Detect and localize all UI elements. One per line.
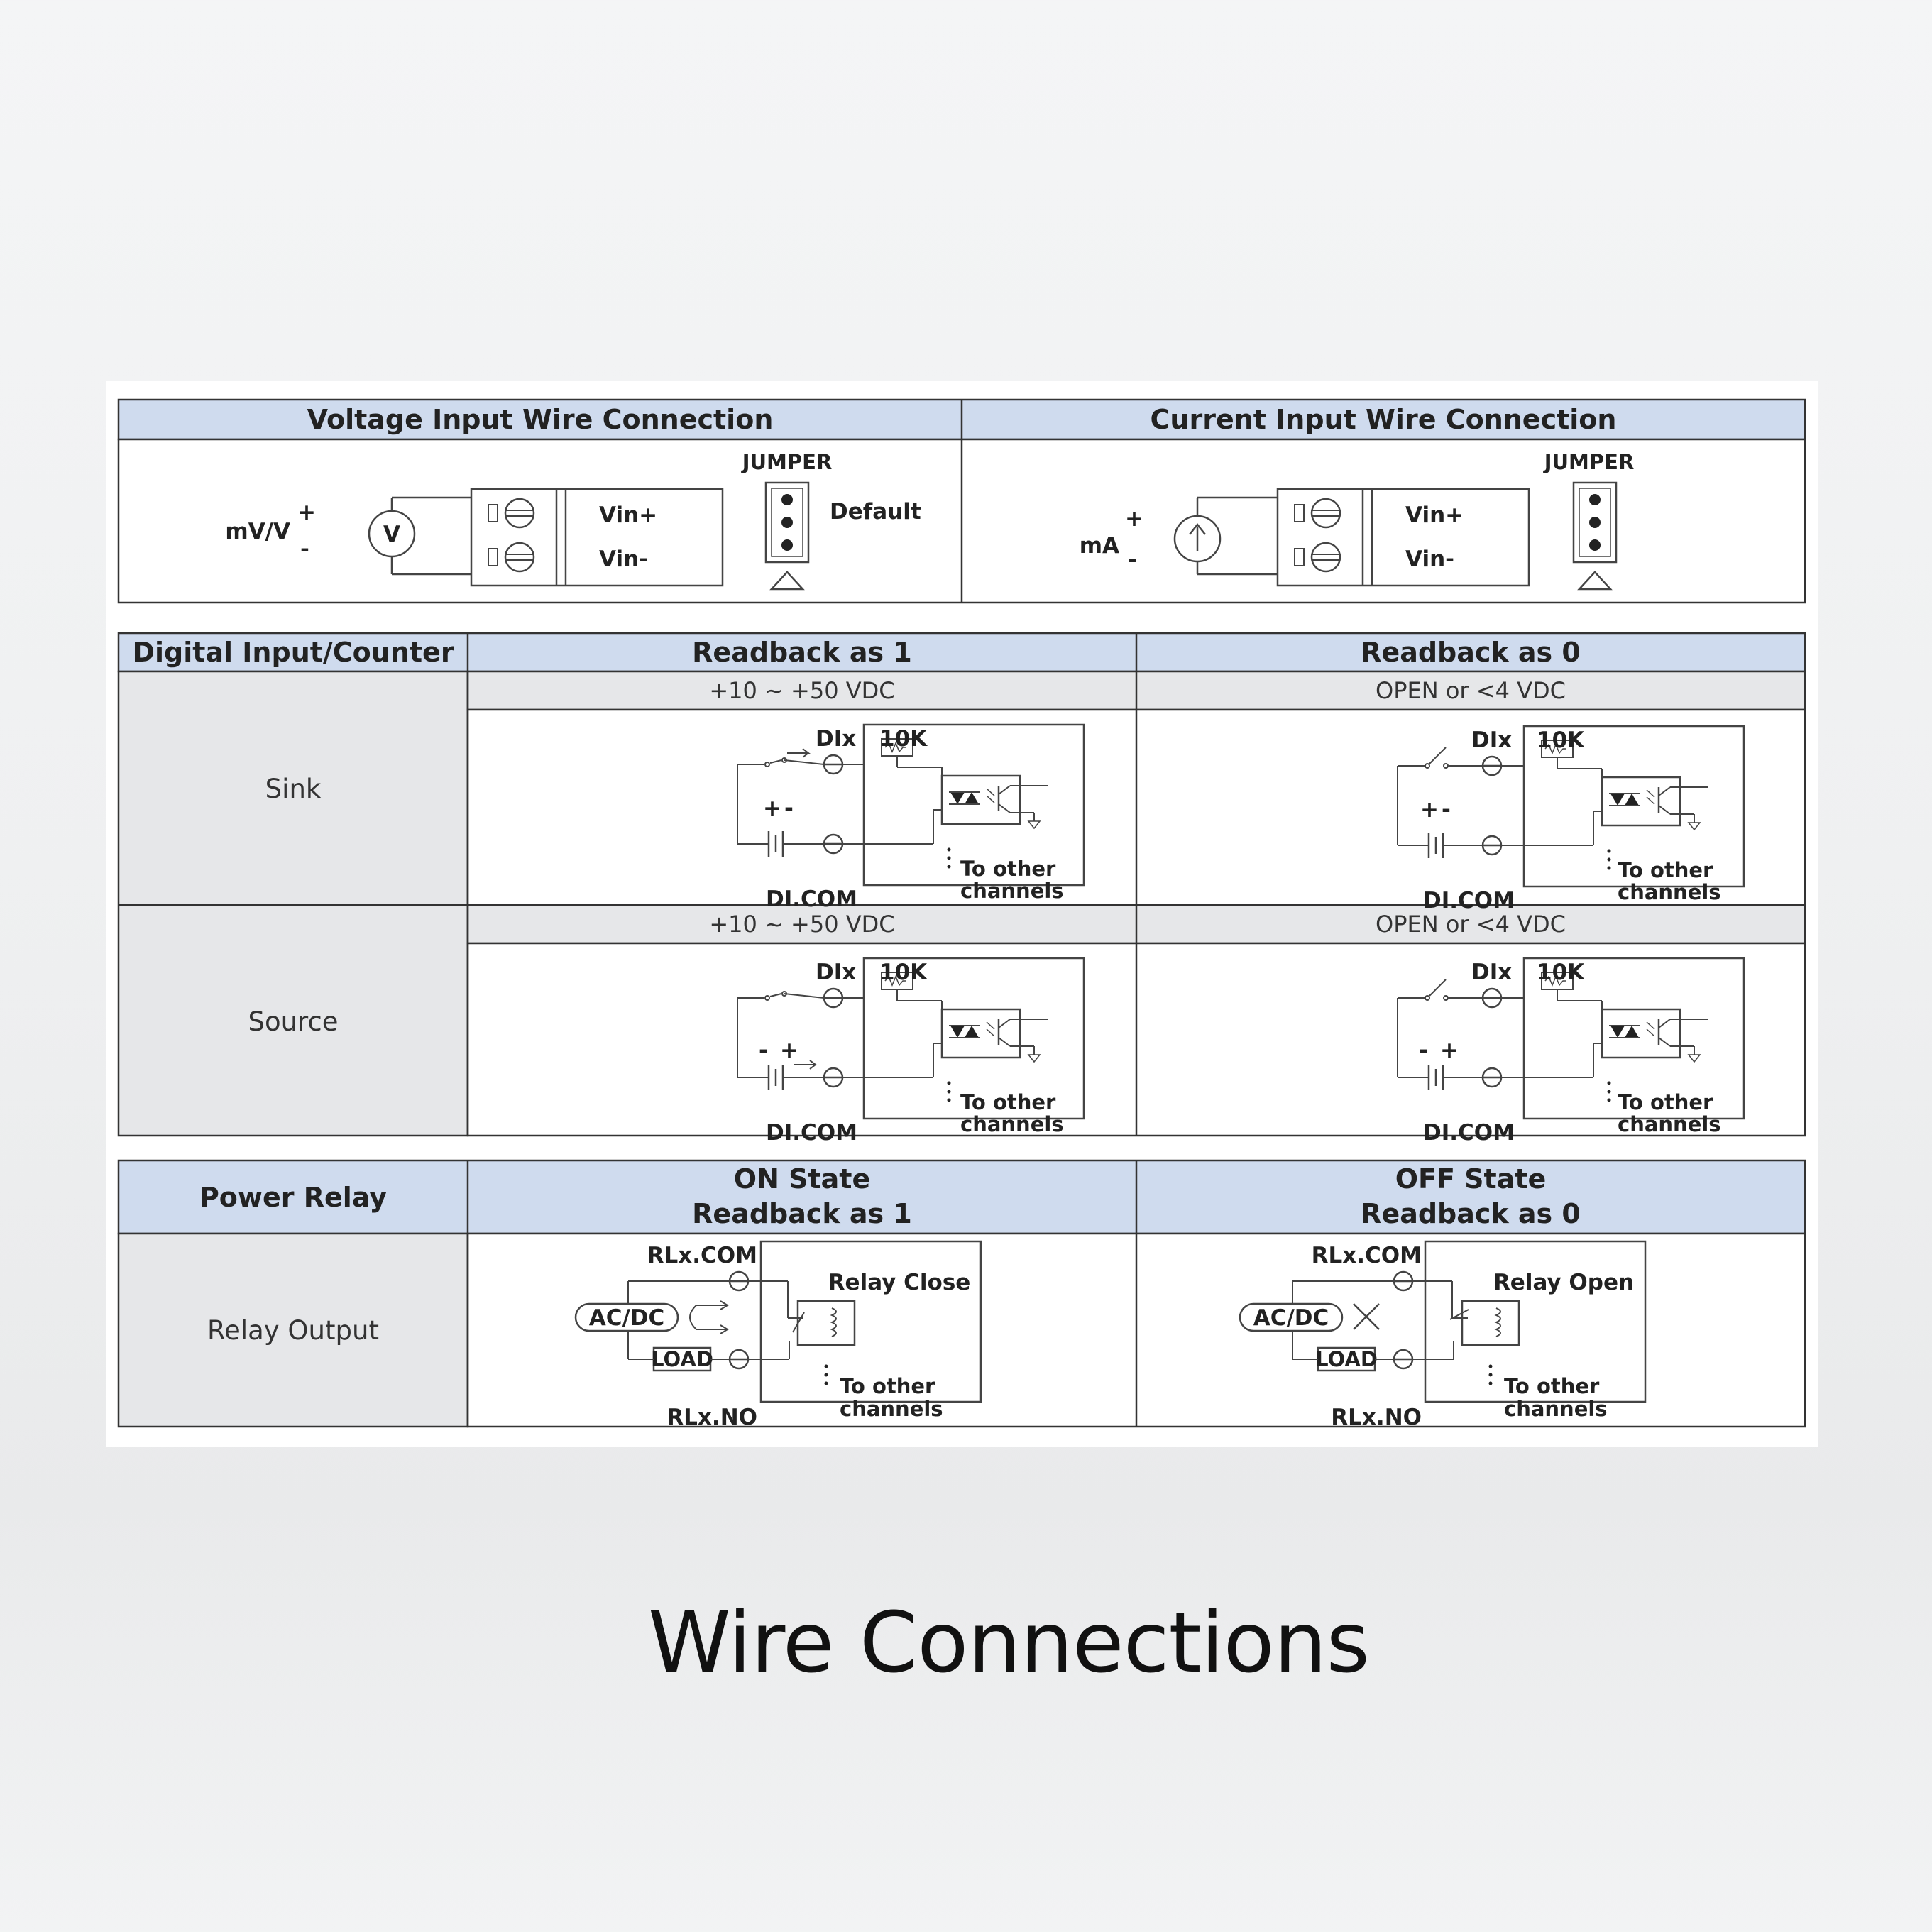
row-source-label: Source — [248, 1006, 338, 1037]
to-other-2: channels — [840, 1397, 943, 1421]
to-other-2: channels — [1504, 1397, 1608, 1421]
dicom-label: DI.COM — [766, 887, 857, 912]
power-relay-table: Power Relay ON State Readback as 1 OFF S… — [117, 1159, 1806, 1430]
wiring-diagram: Voltage Input Wire Connection Current In… — [117, 398, 1806, 1430]
digital-col-readback-0: Readback as 0 — [1361, 637, 1581, 668]
wiring-sheet: Voltage Input Wire Connection Current In… — [106, 381, 1818, 1447]
load-label: LOAD — [651, 1347, 713, 1371]
on-state-label: ON State — [734, 1163, 870, 1195]
voltage-terminal-block-icon — [470, 488, 724, 587]
voltage-plus: + — [297, 500, 316, 525]
sink-pol-left: + — [763, 796, 781, 821]
analog-input-table: Voltage Input Wire Connection Current In… — [117, 398, 1806, 604]
current-input-diagram: mA + - Vin+ Vin- JUMPER — [1080, 450, 1635, 591]
acdc-label: AC/DC — [1253, 1305, 1329, 1331]
relay-open-label: Relay Open — [1493, 1270, 1634, 1295]
source-pol-right: + — [1440, 1038, 1459, 1063]
current-terminal-block-icon — [1276, 488, 1530, 587]
sink-pol-right: - — [1442, 797, 1451, 823]
to-other-2: channels — [1618, 1112, 1721, 1136]
digital-col-readback-1: Readback as 1 — [692, 637, 912, 668]
voltage-minus: - — [300, 537, 309, 562]
to-other-1: To other — [1618, 1090, 1713, 1114]
sink-pol-left: + — [1420, 797, 1439, 823]
to-other-1: To other — [1504, 1374, 1600, 1398]
relay-close-label: Relay Close — [828, 1270, 971, 1295]
current-plus: + — [1125, 506, 1143, 532]
off-state-label: OFF State — [1395, 1163, 1547, 1195]
resistor-label: 10K — [879, 726, 928, 752]
digital-input-table: Digital Input/Counter Readback as 1 Read… — [117, 632, 1806, 1146]
voltage-input-title: Voltage Input Wire Connection — [307, 404, 774, 435]
to-other-1: To other — [840, 1374, 935, 1398]
sink-pol-right: - — [784, 796, 794, 821]
voltage-jumper-default: Default — [830, 499, 921, 525]
dix-label: DIx — [816, 960, 856, 985]
acdc-label: AC/DC — [589, 1305, 665, 1331]
dix-label: DIx — [816, 726, 856, 752]
relay-on-circuit: RLx.COM RLx.NO AC/DC LOAD Relay Clos — [574, 1240, 982, 1430]
current-input-title: Current Input Wire Connection — [1151, 404, 1617, 435]
current-terminal-neg: Vin- — [1405, 547, 1454, 572]
voltage-terminal-pos: Vin+ — [599, 503, 657, 528]
resistor-label: 10K — [1537, 960, 1585, 985]
dix-label: DIx — [1471, 960, 1512, 985]
sink-condition-1: +10 ~ +50 VDC — [709, 677, 894, 704]
to-other-2: channels — [960, 1112, 1064, 1136]
sink-readback-0-circuit: DIx 10K + - DI.COM To other channels — [1397, 725, 1745, 913]
source-readback-1-circuit: DIx 10K - + DI.COM To other channels — [737, 957, 1085, 1146]
off-state-readback: Readback as 0 — [1361, 1198, 1581, 1229]
rlcom-label: RLx.COM — [647, 1243, 757, 1268]
rlcom-label: RLx.COM — [1312, 1243, 1422, 1268]
relay-off-circuit: RLx.COM RLx.NO AC/DC LOAD Relay Open To … — [1239, 1240, 1647, 1430]
current-jumper-label: JUMPER — [1543, 450, 1635, 474]
to-other-1: To other — [960, 1090, 1056, 1114]
source-readback-0-circuit: DIx 10K - + DI.COM To other channels — [1397, 957, 1745, 1146]
voltage-input-diagram: mV/V + - V Vin+ Vin- JUMPER Default — [225, 450, 921, 591]
to-other-1: To other — [1618, 858, 1713, 882]
page-caption: Wire Connections — [647, 1593, 1370, 1691]
current-source-label: mA — [1080, 533, 1119, 559]
source-pol-left: - — [1419, 1038, 1428, 1063]
rlno-label: RLx.NO — [1331, 1405, 1422, 1430]
resistor-label: 10K — [879, 960, 928, 985]
resistor-label: 10K — [1537, 728, 1585, 753]
dicom-label: DI.COM — [766, 1120, 857, 1146]
dicom-label: DI.COM — [1423, 1120, 1515, 1146]
on-state-readback: Readback as 1 — [692, 1198, 912, 1229]
to-other-2: channels — [960, 879, 1064, 903]
voltage-source-label: mV/V — [225, 519, 290, 544]
digital-input-header: Digital Input/Counter — [132, 637, 454, 668]
dix-label: DIx — [1471, 728, 1512, 753]
current-terminal-pos: Vin+ — [1405, 503, 1464, 528]
to-other-1: To other — [960, 857, 1056, 881]
power-relay-header: Power Relay — [199, 1182, 387, 1213]
source-condition-0: OPEN or <4 VDC — [1376, 911, 1566, 938]
to-other-2: channels — [1618, 880, 1721, 904]
source-pol-left: - — [759, 1038, 768, 1063]
source-condition-1: +10 ~ +50 VDC — [709, 911, 894, 938]
row-sink-label: Sink — [265, 774, 322, 804]
relay-output-label: Relay Output — [207, 1315, 379, 1346]
source-pol-right: + — [780, 1038, 798, 1063]
load-label: LOAD — [1315, 1347, 1378, 1371]
voltage-terminal-neg: Vin- — [599, 547, 648, 572]
sink-condition-0: OPEN or <4 VDC — [1376, 677, 1566, 704]
voltage-jumper-label: JUMPER — [741, 450, 833, 474]
sink-readback-1-circuit: DIx 10K + - DI.COM To other channels — [737, 723, 1085, 912]
current-minus: - — [1128, 547, 1137, 573]
dicom-label: DI.COM — [1423, 888, 1515, 913]
voltmeter-symbol: V — [383, 522, 400, 547]
rlno-label: RLx.NO — [666, 1405, 757, 1430]
